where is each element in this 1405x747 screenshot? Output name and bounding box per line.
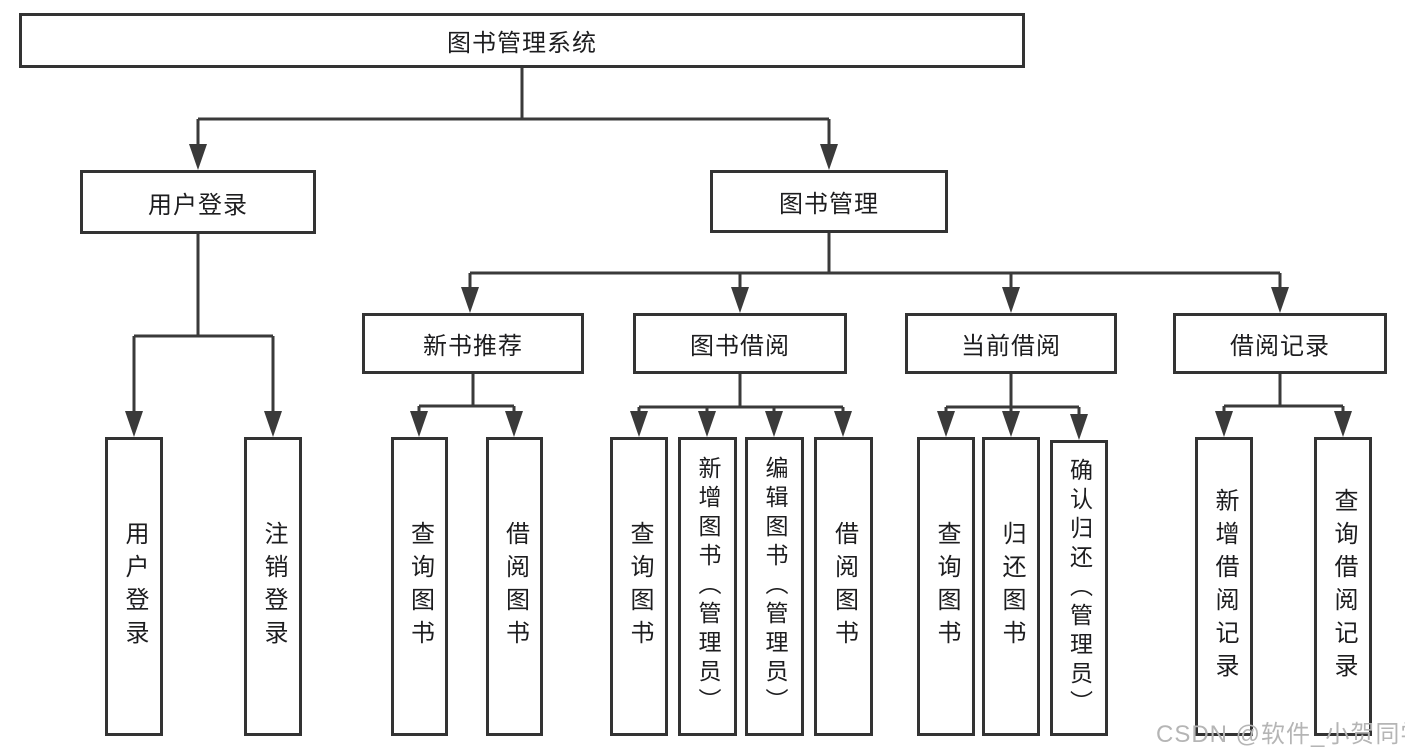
node-book-management: 图书管理: [710, 170, 948, 233]
leaf-newrec-borrow-books: 借阅图书: [486, 437, 543, 736]
node-root-system: 图书管理系统: [19, 13, 1025, 68]
leaf-logout-login-label: 注销登录: [260, 520, 287, 653]
node-root-system-label: 图书管理系统: [447, 30, 597, 57]
connector-root-to-level2: [189, 68, 838, 170]
leaf-logout-login: 注销登录: [244, 437, 302, 736]
connector-user-login-children: [125, 234, 282, 437]
connector-borrow-records-children: [1215, 374, 1352, 437]
leaf-records-query-record-label: 查询借阅记录: [1330, 487, 1357, 686]
leaf-current-return-books-label: 归还图书: [998, 520, 1025, 653]
leaf-borrow-borrow-books-label: 借阅图书: [830, 520, 858, 653]
csdn-watermark: CSDN @软件_小贺同学: [1156, 721, 1405, 747]
leaf-current-return-books: 归还图书: [982, 437, 1040, 736]
connector-book-management-sections: [461, 233, 1289, 313]
node-current-borrow-label: 当前借阅: [961, 333, 1061, 360]
leaf-current-confirm-return-admin: 确认归还（管理员）: [1050, 440, 1108, 736]
node-book-management-label: 图书管理: [779, 191, 879, 218]
leaf-current-confirm-return-admin-label: 确认归还（管理员）: [1066, 457, 1093, 719]
leaf-user-login-label: 用户登录: [121, 520, 148, 653]
leaf-records-add-record-label: 新增借阅记录: [1211, 487, 1238, 686]
leaf-borrow-query-books: 查询图书: [610, 437, 668, 736]
node-user-login-label: 用户登录: [148, 191, 248, 219]
connector-book-borrow-children: [630, 374, 852, 437]
leaf-user-login: 用户登录: [105, 437, 163, 736]
leaf-borrow-query-books-label: 查询图书: [626, 520, 653, 653]
leaf-borrow-add-books-admin: 新增图书（管理员）: [678, 437, 737, 736]
leaf-newrec-borrow-books-label: 借阅图书: [501, 520, 529, 653]
node-book-borrow: 图书借阅: [633, 313, 847, 374]
leaf-newrec-query-books: 查询图书: [391, 437, 448, 736]
leaf-newrec-query-books-label: 查询图书: [406, 520, 434, 653]
node-borrow-records: 借阅记录: [1173, 313, 1387, 374]
connector-current-borrow-children: [937, 374, 1088, 440]
leaf-borrow-add-books-admin-label: 新增图书（管理员）: [695, 456, 721, 717]
leaf-borrow-edit-books-admin: 编辑图书（管理员）: [745, 437, 804, 736]
leaf-current-query-books-label: 查询图书: [933, 520, 960, 653]
node-borrow-records-label: 借阅记录: [1230, 333, 1330, 360]
node-new-book-recommend-label: 新书推荐: [423, 333, 523, 360]
connector-new-book-children: [410, 374, 523, 437]
leaf-records-add-record: 新增借阅记录: [1195, 437, 1253, 736]
leaf-records-query-record: 查询借阅记录: [1314, 437, 1372, 736]
node-book-borrow-label: 图书借阅: [690, 333, 790, 360]
node-new-book-recommend: 新书推荐: [362, 313, 584, 374]
node-user-login: 用户登录: [80, 170, 316, 234]
leaf-current-query-books: 查询图书: [917, 437, 975, 736]
leaf-borrow-borrow-books: 借阅图书: [814, 437, 873, 736]
leaf-borrow-edit-books-admin-label: 编辑图书（管理员）: [762, 456, 788, 717]
node-current-borrow: 当前借阅: [905, 313, 1117, 374]
